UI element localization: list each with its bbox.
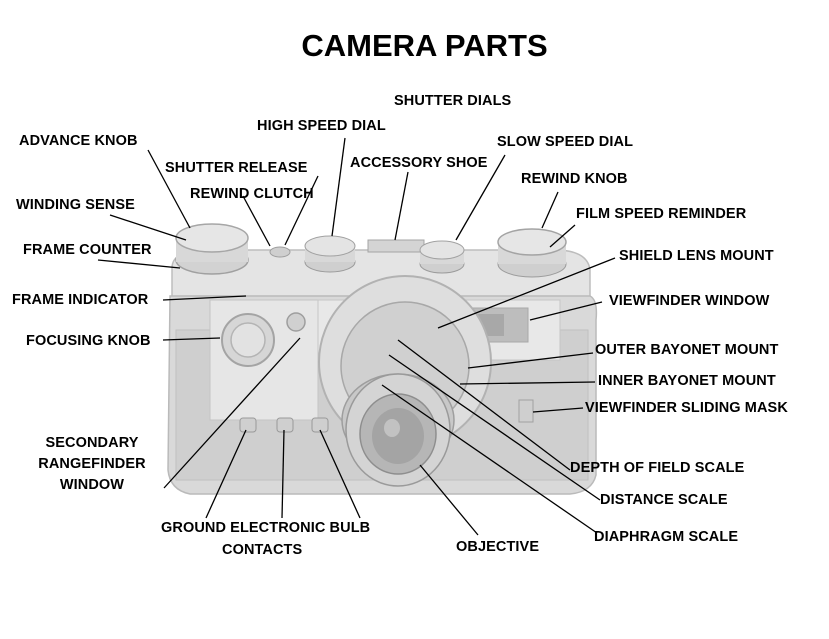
- label-outer-bayonet-mount: OUTER BAYONET MOUNT: [595, 342, 779, 358]
- label-depth-of-field-scale: DEPTH OF FIELD SCALE: [570, 460, 745, 476]
- label-high-speed-dial: HIGH SPEED DIAL: [257, 118, 386, 134]
- label-shield-lens-mount: SHIELD LENS MOUNT: [619, 248, 774, 264]
- label-slow-speed-dial: SLOW SPEED DIAL: [497, 134, 634, 150]
- label-film-speed-reminder: FILM SPEED REMINDER: [576, 206, 747, 222]
- label-frame-counter: FRAME COUNTER: [23, 242, 152, 258]
- label-inner-bayonet-mount: INNER BAYONET MOUNT: [598, 373, 776, 389]
- label-focusing-knob: FOCUSING KNOB: [26, 333, 151, 349]
- label-secondary-rangefinder-line-1: SECONDARY: [45, 435, 139, 451]
- leader-lines: [97, 137, 616, 536]
- label-distance-scale: DISTANCE SCALE: [600, 492, 728, 508]
- label-rewind-knob: REWIND KNOB: [521, 171, 628, 187]
- label-frame-indicator: FRAME INDICATOR: [12, 292, 149, 308]
- label-secondary-rangefinder-line-2: RANGEFINDER: [38, 456, 146, 472]
- label-shutter-release: SHUTTER RELEASE: [165, 160, 308, 176]
- page-title: CAMERA PARTS: [301, 28, 548, 63]
- label-accessory-shoe: ACCESSORY SHOE: [350, 155, 488, 171]
- label-winding-sense: WINDING SENSE: [16, 197, 135, 213]
- label-viewfinder-window: VIEWFINDER WINDOW: [609, 293, 770, 309]
- label-ground-electronic-bulb: GROUND ELECTRONIC BULB: [161, 520, 371, 536]
- label-secondary-rangefinder-line-3: WINDOW: [59, 477, 125, 493]
- label-shutter-dials: SHUTTER DIALS: [394, 93, 512, 109]
- label-advance-knob: ADVANCE KNOB: [19, 133, 138, 149]
- label-objective: OBJECTIVE: [456, 539, 540, 555]
- label-viewfinder-sliding-mask: VIEWFINDER SLIDING MASK: [585, 400, 788, 416]
- label-rewind-clutch: REWIND CLUTCH: [190, 186, 314, 202]
- label-contacts: CONTACTS: [222, 542, 303, 558]
- label-diaphragm-scale: DIAPHRAGM SCALE: [594, 529, 739, 545]
